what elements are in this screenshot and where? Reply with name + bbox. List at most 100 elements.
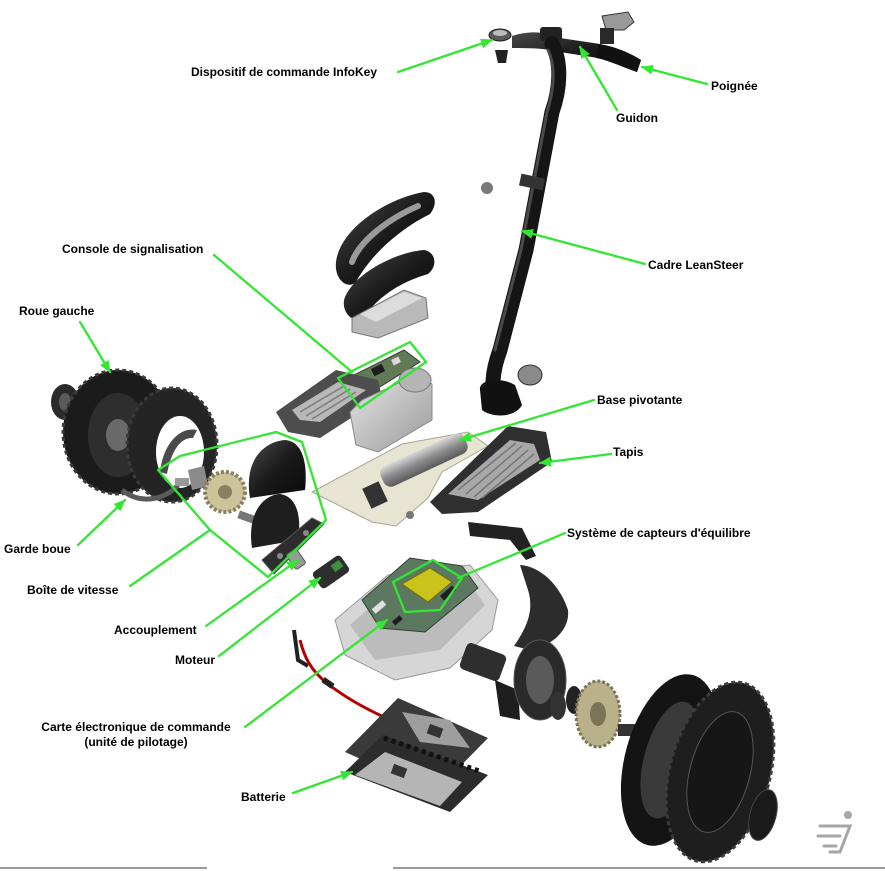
label-cadre: Cadre LeanSteer <box>648 258 744 272</box>
battery-base-panel <box>355 752 462 806</box>
label-accouplement: Accouplement <box>114 623 197 637</box>
motor-dome-upper <box>248 440 306 498</box>
callout-accouplement: Accouplement <box>114 558 300 637</box>
board-component <box>391 615 403 626</box>
gearbox-bracket <box>188 466 208 490</box>
motor-label <box>330 559 344 573</box>
right-spacer <box>550 692 566 720</box>
grip-control-mount <box>600 28 614 44</box>
right-fender <box>514 565 569 650</box>
board-component <box>439 585 457 601</box>
callout-moteur: Moteur <box>175 576 322 667</box>
stem-pivot-joint <box>479 379 522 416</box>
label-console: Console de signalisation <box>62 242 203 256</box>
gear-center <box>218 485 232 499</box>
label-carte-line1: Carte électronique de commande <box>41 720 231 734</box>
highlight-boite-vitesse <box>156 430 328 579</box>
callout-roue-gauche: Roue gauche <box>19 304 112 374</box>
right-gear-housing-inner <box>526 656 554 704</box>
arrow-garde-boue <box>76 498 127 547</box>
leader-capteurs <box>456 531 567 580</box>
plate-bolt <box>406 511 414 519</box>
leansteer-frame <box>479 36 567 416</box>
infokey-holder <box>495 50 508 63</box>
infokey-screen <box>493 30 507 36</box>
console-chip <box>391 356 401 366</box>
stem-side-knob <box>517 364 543 386</box>
motor-dome-lower <box>251 494 300 548</box>
right-drive <box>459 639 640 749</box>
label-poignee: Poignée <box>711 79 758 93</box>
console-chip <box>370 363 386 377</box>
label-batterie: Batterie <box>241 790 286 804</box>
callout-capteurs: Système de capteurs d'équilibre <box>391 526 751 614</box>
left-hub <box>106 419 130 451</box>
right-mat-ribs <box>457 442 535 499</box>
arrow-tapis <box>538 452 613 467</box>
battery-connector-row <box>383 735 483 775</box>
handlebar <box>512 11 641 72</box>
highlight-capteurs <box>391 558 464 614</box>
power-cable <box>292 629 387 720</box>
callout-poignee: Poignée <box>640 64 758 93</box>
arrow-infokey <box>396 38 494 74</box>
right-grip <box>596 44 641 72</box>
stem-highlight <box>493 48 555 352</box>
mount-screw <box>277 553 283 559</box>
grip-control <box>601 11 635 31</box>
arrow-cadre <box>520 229 647 266</box>
callout-console: Console de signalisation <box>62 242 428 410</box>
chassis-side-frame <box>468 522 536 560</box>
battery <box>345 698 488 812</box>
left-motor-covers <box>248 440 325 575</box>
battery-base-icon <box>390 763 408 779</box>
mount-screw <box>303 530 309 536</box>
console-covers <box>335 192 435 339</box>
arrow-batterie <box>291 770 354 795</box>
motor-body <box>312 555 350 589</box>
pivot-bracket <box>362 481 388 509</box>
label-infokey: Dispositif de commande InfoKey <box>191 65 377 79</box>
right-foot-mat <box>430 426 552 514</box>
callout-guidon: Guidon <box>578 45 658 125</box>
arrow-roue-gauche <box>78 320 112 374</box>
label-base-pivotante: Base pivotante <box>597 393 683 407</box>
left-gearbox <box>188 466 261 526</box>
label-roue-gauche: Roue gauche <box>19 304 95 318</box>
handlebar-clamp <box>540 27 562 41</box>
label-carte-line2: (unité de pilotage) <box>84 735 187 749</box>
handlebar-bar <box>512 32 641 72</box>
arrow-moteur <box>217 576 322 658</box>
label-tapis: Tapis <box>613 445 644 459</box>
leader-console <box>212 253 354 374</box>
right-gear-center <box>590 702 606 726</box>
right-rim-front <box>686 711 754 833</box>
cable-black <box>292 629 310 668</box>
right-motor <box>459 643 507 681</box>
console-housing-top <box>360 292 422 322</box>
segway-logo-icon <box>816 811 853 854</box>
cable-connector <box>321 677 335 689</box>
balance-sensor <box>401 567 453 603</box>
highlight-console <box>336 340 428 410</box>
callout-cadre: Cadre LeanSteer <box>520 229 744 272</box>
arrow-poignee <box>640 64 709 86</box>
infokey-device <box>488 28 512 42</box>
arrow-carte <box>243 618 389 729</box>
logo-dot <box>844 811 852 819</box>
callout-tapis: Tapis <box>538 445 644 467</box>
label-moteur: Moteur <box>175 653 215 667</box>
stem-clamp <box>519 173 545 191</box>
console-handle-slot <box>349 203 421 265</box>
arrow-base-pivotante <box>458 398 596 442</box>
arrow-guidon <box>578 45 619 112</box>
control-unit <box>334 557 499 681</box>
pivot-cylinder <box>398 367 432 393</box>
label-capteurs: Système de capteurs d'équilibre <box>567 526 751 540</box>
fender-bracket <box>175 478 189 486</box>
battery-cover-icon <box>426 723 444 739</box>
callout-infokey: Dispositif de commande InfoKey <box>191 38 494 79</box>
small-ball <box>481 182 493 194</box>
arrow-accouplement <box>204 558 300 628</box>
